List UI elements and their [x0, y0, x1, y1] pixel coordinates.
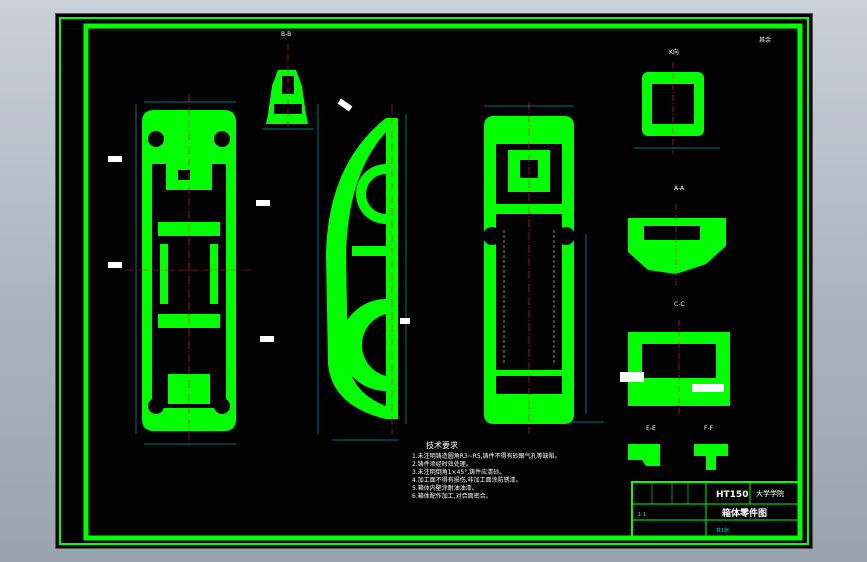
top-left-view-label: B-B	[281, 31, 291, 38]
mount-hole	[214, 131, 230, 147]
dimension-tag	[108, 156, 122, 162]
small-part-slot	[274, 104, 302, 114]
cad-viewport[interactable]: B-B	[56, 14, 812, 548]
dimension-tag	[620, 372, 644, 382]
dimension-tag	[260, 336, 274, 342]
plan-wall	[160, 244, 168, 304]
title-block-frame	[631, 481, 801, 539]
title-block[interactable]: HT150 大学学院 箱体零件图 1:1 共1张	[631, 481, 801, 539]
view-right-top[interactable]: K向	[634, 48, 720, 154]
view-section-middle[interactable]	[317, 98, 410, 441]
notes-title: 技术要求	[426, 440, 458, 450]
part-name: 箱体零件图	[722, 507, 767, 519]
view-section-a[interactable]: A-A	[628, 185, 726, 286]
drawing-number: HT150	[716, 490, 748, 500]
sheet-label: 共1张	[716, 527, 729, 534]
corner-note: 其余	[759, 36, 771, 44]
section-e-label: E-E	[646, 425, 656, 432]
mount-hole	[557, 227, 575, 245]
section-a-label: A-A	[674, 185, 685, 192]
plan-boss-hole	[178, 170, 190, 180]
mount-hole	[148, 131, 164, 147]
dimension-tag	[400, 318, 410, 324]
section-upper-bore	[366, 174, 386, 214]
view-section-e[interactable]: E-E	[628, 425, 660, 466]
plan-wall	[210, 244, 218, 304]
mount-hole	[148, 398, 164, 414]
section-rib	[352, 246, 386, 256]
view-section-f[interactable]: F-F	[694, 425, 728, 470]
cad-drawing-canvas[interactable]: B-B	[56, 14, 812, 548]
drawing-frame	[83, 23, 803, 541]
notes-item: 3.未注明倒角1×45°,铸件应清砂。	[412, 468, 505, 476]
mount-hole	[483, 227, 501, 245]
notes-item: 5.箱体内壁涂耐油油漆。	[412, 484, 478, 492]
right-top-view-label: K向	[669, 48, 679, 56]
view-section-c[interactable]: C-C	[620, 301, 730, 416]
mount-hole	[214, 398, 230, 414]
section-c-label: C-C	[674, 301, 685, 308]
dimension-tag	[256, 200, 270, 206]
section-a-cavity	[644, 226, 700, 240]
dimension-tag	[108, 262, 122, 268]
view-plan-left[interactable]	[108, 94, 274, 445]
notes-item: 2.铸件须经时效处理。	[412, 460, 472, 468]
section-bearing-bore	[361, 314, 386, 376]
view-plan-right[interactable]	[483, 102, 604, 434]
view-top-small[interactable]: B-B	[262, 31, 314, 130]
school-name: 大学学院	[756, 489, 784, 498]
section-e-shape	[628, 444, 660, 466]
notes-item: 4.加工面不得有损伤,非加工面涂防锈漆。	[412, 476, 522, 484]
outer-border	[59, 17, 809, 545]
section-f-label: F-F	[704, 425, 714, 432]
technical-notes[interactable]: 技术要求 1.未注明铸造圆角R3~R5,铸件不得有砂眼气孔等缺陷。 2.铸件须经…	[412, 440, 561, 500]
scale-label: 1:1	[638, 512, 646, 518]
dimension-tag	[692, 384, 724, 392]
notes-item: 6.箱体配作加工,对合面密合。	[412, 492, 492, 500]
notes-item: 1.未注明铸造圆角R3~R5,铸件不得有砂眼气孔等缺陷。	[412, 452, 561, 460]
dimension-tag	[337, 98, 353, 112]
section-f-shape	[694, 444, 728, 470]
